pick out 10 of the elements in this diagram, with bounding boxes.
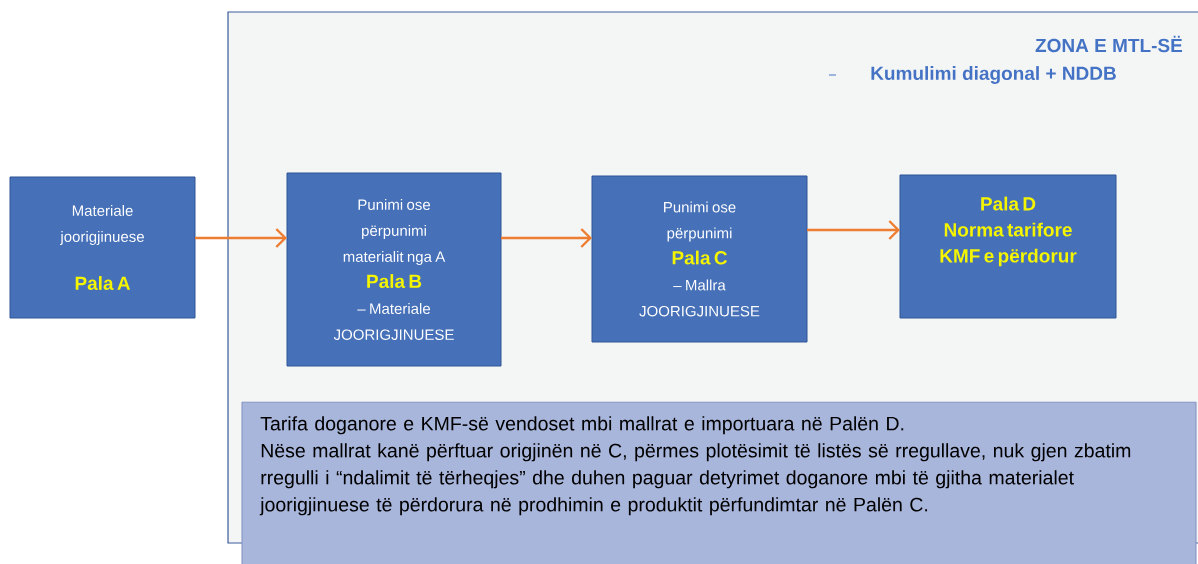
arrow <box>501 228 592 248</box>
process-box: Materiale joorigjinuese Pala A <box>9 176 196 319</box>
process-box: Punimi ose përpunimi materialit nga A Pala B – Materiale JOORIGJINUESE <box>286 172 502 367</box>
process-box: Punimi ose përpunimi Pala C – Mallra JOORIGJINUESE <box>591 175 808 343</box>
note-box: Tarifa doganore e KMF-së vendoset mbi mallrat e importuara në Palën D. Nëse mallrat kanë përftuar origjinën në C, përmes plotësimit të listës së rregullave, nuk gjen zbatim rregulli i “ndalimit të tërheqjes” dhe duhen paguar detyrimet doganore mbi të gjitha materialet joorigjinuese të përdorura në prodhimin e produktit përfundimtar në Palën C. <box>241 401 1197 564</box>
arrow <box>807 220 900 240</box>
zone-subtitle: Kumulimi diagonal + NDDB <box>871 66 1116 84</box>
process-box: Pala D Norma tarifore KMF e përdorur <box>899 174 1117 319</box>
zone-title: ZONA E MTL-SË <box>1035 35 1183 53</box>
arrow <box>195 228 287 248</box>
